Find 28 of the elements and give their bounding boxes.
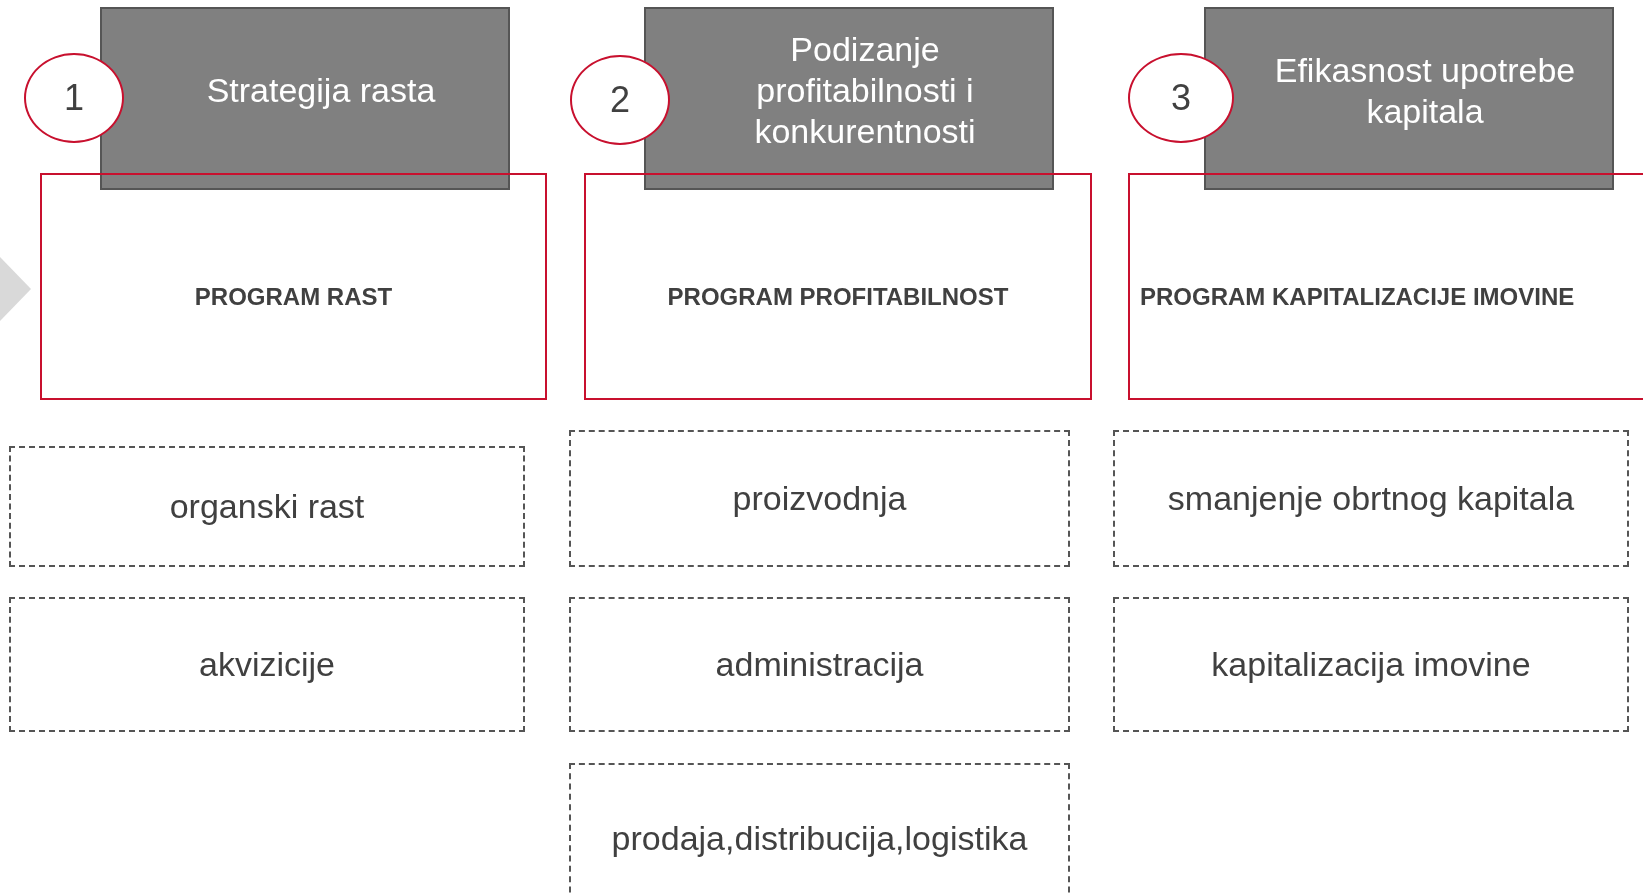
item-box bbox=[9, 446, 525, 567]
item-box bbox=[1113, 597, 1629, 732]
program-title: PROGRAM PROFITABILNOST bbox=[667, 282, 1009, 311]
item-box bbox=[1113, 430, 1629, 567]
header-text: Strategija rasta bbox=[206, 70, 436, 111]
item-text: akvizicije bbox=[198, 645, 335, 684]
program-box bbox=[1128, 173, 1643, 400]
step-number: 3 bbox=[1171, 77, 1191, 119]
item-box bbox=[569, 597, 1070, 732]
item-text: prodaja,distribucija,logistika bbox=[611, 818, 1028, 858]
header-text: Podizanje profitabilnosti i konkurentnosti bbox=[753, 29, 977, 152]
program-box bbox=[584, 173, 1092, 400]
program-box bbox=[40, 173, 547, 400]
item-box bbox=[9, 597, 525, 732]
item-text: organski rast bbox=[169, 487, 365, 526]
header-box bbox=[100, 7, 510, 190]
item-box bbox=[569, 430, 1070, 567]
header-box bbox=[1204, 7, 1614, 190]
header-text: Efikasnost upotrebe kapitala bbox=[1273, 49, 1577, 132]
item-text: proizvodnja bbox=[732, 479, 907, 518]
item-text: smanjenje obrtnog kapitala bbox=[1167, 479, 1575, 518]
step-number: 2 bbox=[610, 79, 630, 121]
item-text: kapitalizacija imovine bbox=[1211, 645, 1531, 684]
program-title: PROGRAM KAPITALIZACIJE IMOVINE bbox=[1140, 282, 1575, 311]
item-text: administracija bbox=[715, 645, 924, 684]
step-number: 1 bbox=[64, 77, 84, 119]
program-title: PROGRAM RAST bbox=[194, 282, 393, 311]
header-box bbox=[644, 7, 1054, 190]
